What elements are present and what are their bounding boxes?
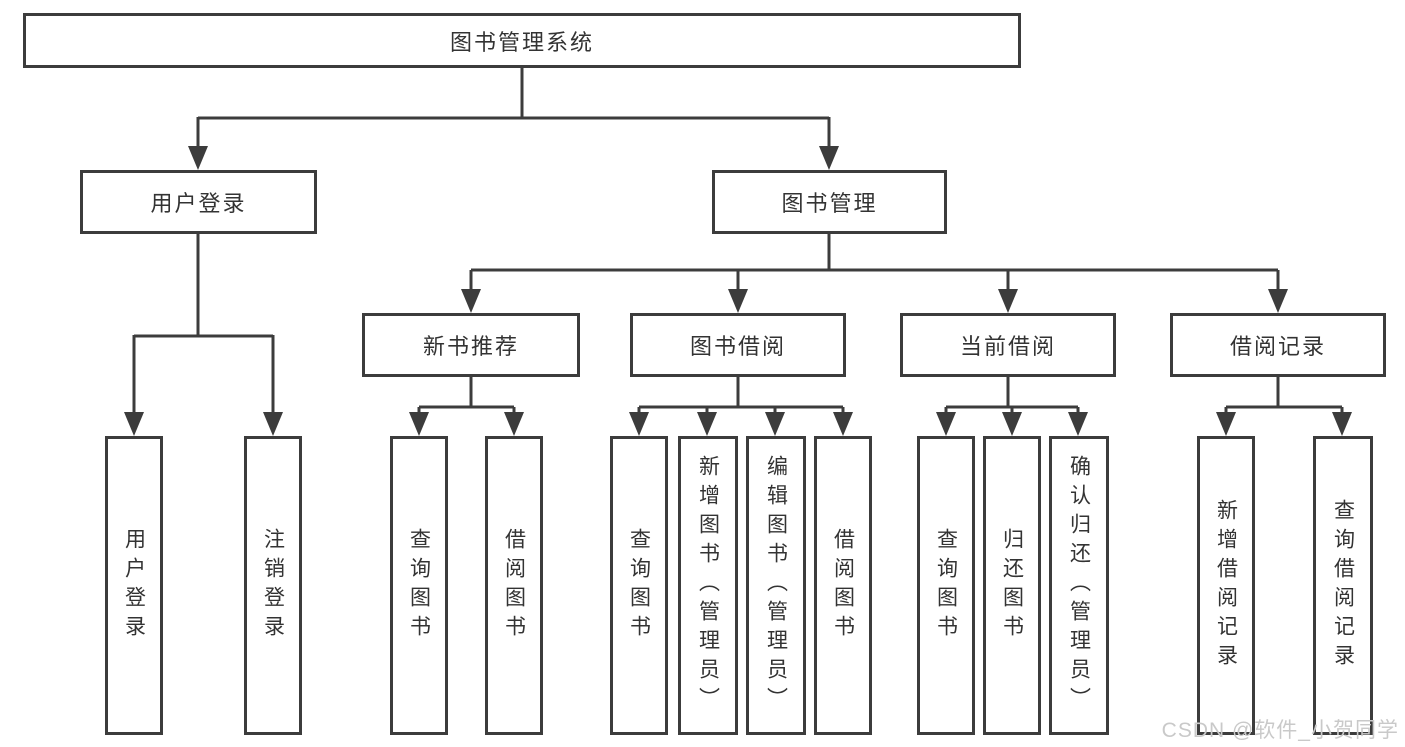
node-label: 新书推荐 — [422, 334, 519, 359]
leaf-recommendation-query-books: 查询图书 — [390, 436, 448, 735]
node-label: 借阅图书 — [831, 527, 855, 644]
node-label: 查询借阅记录 — [1331, 498, 1355, 673]
node-label: 编辑图书（管理员） — [764, 455, 788, 716]
node-label: 归还图书 — [1000, 527, 1024, 644]
connector-records-to-leaves — [1216, 377, 1352, 436]
connector-current-to-leaves — [936, 377, 1088, 436]
node-label: 新增图书（管理员） — [696, 455, 720, 716]
node-borrowing-records: 借阅记录 — [1170, 313, 1386, 377]
node-library-management-system: 图书管理系统 — [23, 13, 1021, 68]
node-label: 查询图书 — [934, 527, 958, 644]
leaf-current-return-books: 归还图书 — [983, 436, 1041, 735]
node-current-borrowing: 当前借阅 — [900, 313, 1116, 377]
node-label: 确认归还（管理员） — [1067, 455, 1091, 716]
node-label: 用户登录 — [122, 527, 146, 644]
connector-borrowing-to-leaves — [629, 377, 853, 436]
leaf-records-query-borrow-record: 查询借阅记录 — [1313, 436, 1373, 735]
leaf-logout: 注销登录 — [244, 436, 302, 735]
csdn-watermark: CSDN @软件_小贺同学 — [1161, 719, 1399, 742]
leaf-records-add-borrow-record: 新增借阅记录 — [1197, 436, 1255, 735]
leaf-current-query-books: 查询图书 — [917, 436, 975, 735]
node-label: 图书借阅 — [689, 334, 786, 359]
node-book-management-branch: 图书管理 — [712, 170, 947, 234]
leaf-user-login: 用户登录 — [105, 436, 163, 735]
node-label: 借阅图书 — [502, 527, 526, 644]
leaf-borrowing-query-books: 查询图书 — [610, 436, 668, 735]
node-label: 用户登录 — [150, 191, 247, 216]
node-label: 注销登录 — [261, 527, 285, 644]
node-label: 图书管理系统 — [449, 29, 594, 55]
connector-recommendation-to-leaves — [409, 377, 524, 436]
leaf-borrowing-add-books-admin: 新增图书（管理员） — [678, 436, 738, 735]
leaf-borrowing-borrow-books: 借阅图书 — [814, 436, 872, 735]
leaf-borrowing-edit-books-admin: 编辑图书（管理员） — [746, 436, 806, 735]
connector-bookmgmt-to-modules — [461, 233, 1288, 313]
leaf-recommendation-borrow-books: 借阅图书 — [485, 436, 543, 735]
connector-userlogin-to-leaves — [124, 233, 283, 436]
connector-root-to-branches — [188, 68, 839, 170]
node-label: 借阅记录 — [1229, 334, 1326, 359]
node-label: 查询图书 — [627, 527, 651, 644]
node-label: 当前借阅 — [959, 334, 1056, 359]
leaf-current-confirm-return-admin: 确认归还（管理员） — [1049, 436, 1109, 735]
node-label: 新增借阅记录 — [1214, 498, 1238, 673]
node-label: 图书管理 — [781, 191, 878, 216]
node-user-login-branch: 用户登录 — [80, 170, 317, 234]
node-label: 查询图书 — [407, 527, 431, 644]
node-book-borrowing: 图书借阅 — [630, 313, 846, 377]
node-new-book-recommendation: 新书推荐 — [362, 313, 580, 377]
